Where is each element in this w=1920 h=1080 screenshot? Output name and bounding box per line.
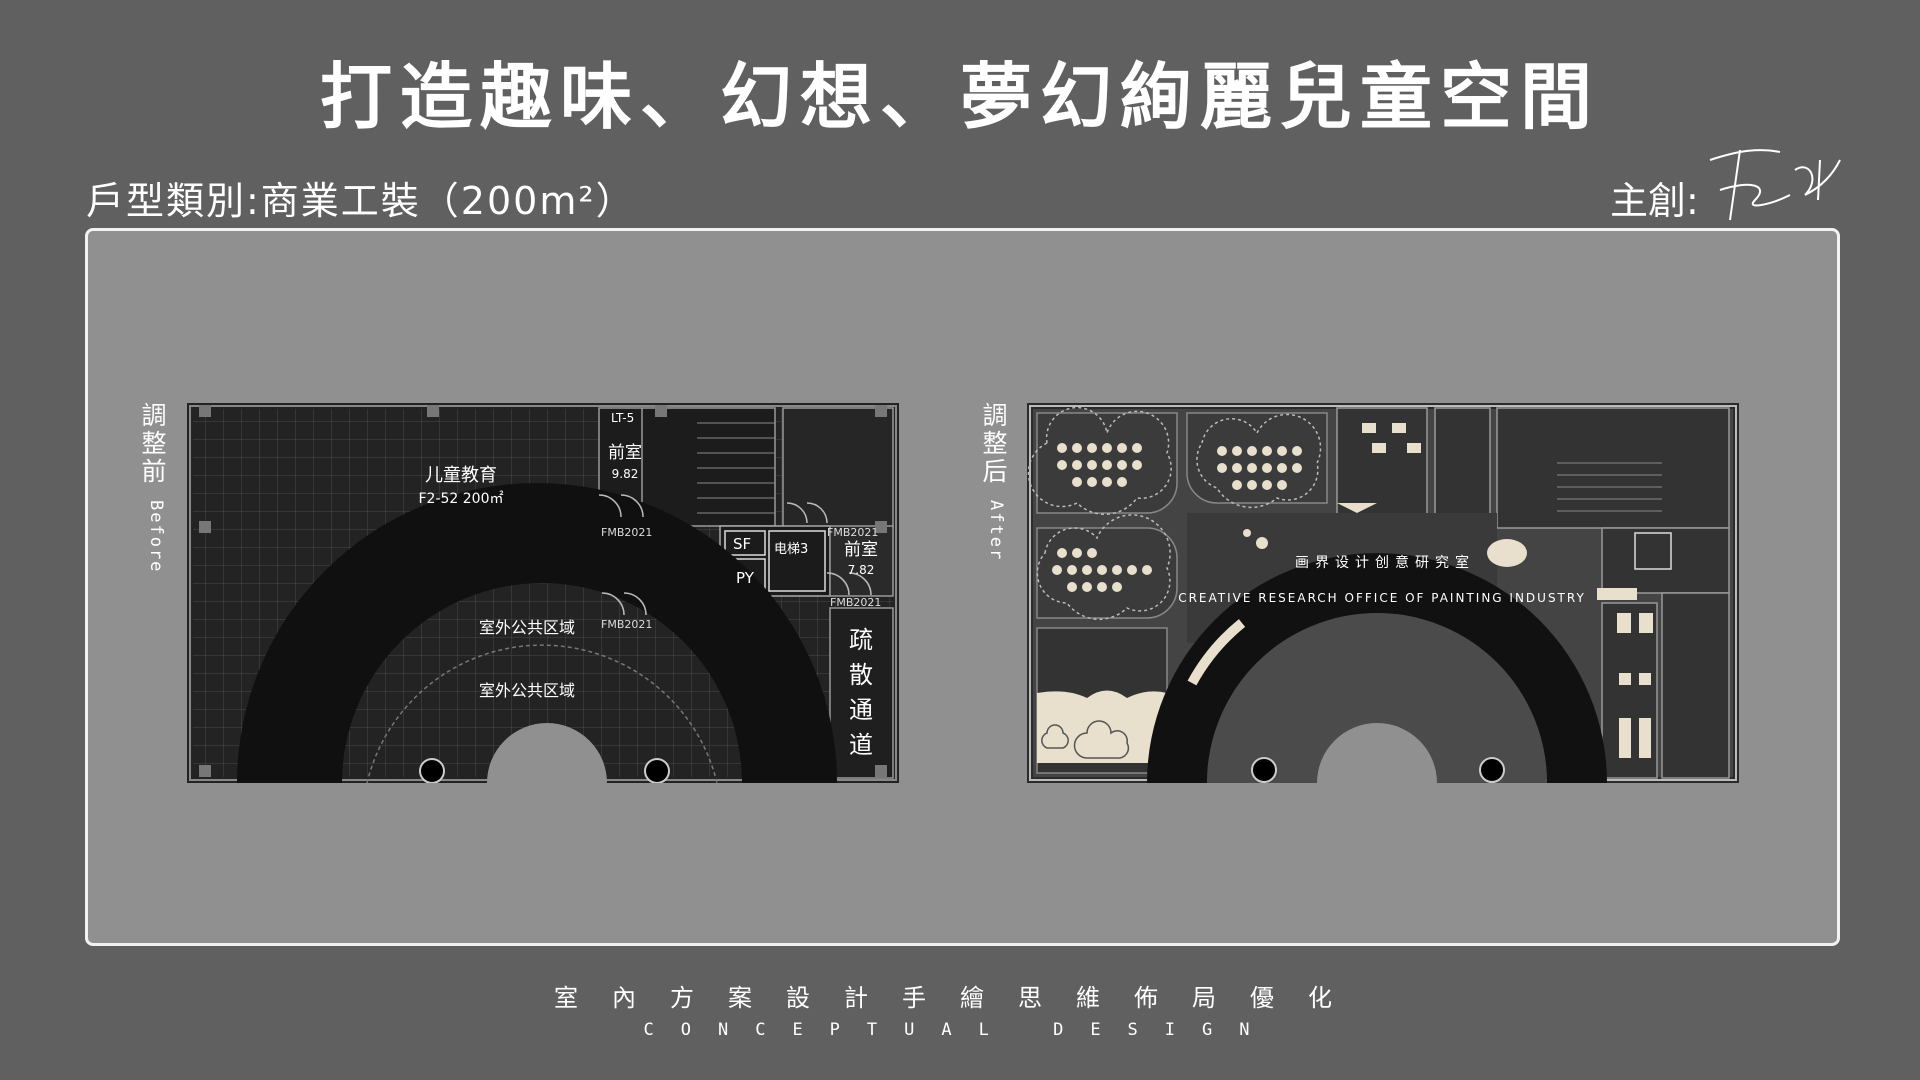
label-lt5: LT-5 bbox=[611, 411, 634, 425]
room-anteroom-right: 前室 bbox=[844, 540, 878, 560]
after-label-cn: 調整后 bbox=[982, 401, 1008, 486]
studio-name-en: CREATIVE RESEARCH OFFICE OF PAINTING IND… bbox=[1178, 591, 1586, 605]
area-outdoor-2: 室外公共区域 bbox=[479, 681, 575, 700]
evac-char-4: 道 bbox=[849, 731, 873, 759]
room-anteroom-top-area: 9.82 bbox=[612, 467, 639, 481]
studio-name-cn: 画界设计创意研究室 bbox=[1295, 554, 1475, 571]
after-floor-plan: 画界设计创意研究室 CREATIVE RESEARCH OFFICE OF PA… bbox=[1027, 403, 1739, 783]
area-outdoor-1: 室外公共区域 bbox=[479, 618, 575, 637]
door-fmb-1: FMB2021 bbox=[601, 526, 652, 539]
evac-char-3: 通 bbox=[849, 696, 873, 724]
footer-title-cn: 室內方案設計手繪思維佈局優化 bbox=[554, 984, 1366, 1012]
designer-label: 主創: bbox=[1610, 179, 1699, 223]
room-sf: SF bbox=[733, 535, 751, 553]
page-title: 打造趣味、幻想、夢幻絢麗兒童空間 bbox=[319, 55, 1600, 139]
footer-title-en: CONCEPTUAL DESIGN bbox=[643, 1020, 1277, 1040]
house-type-label: 戶型類別:商業工裝（200m²） bbox=[86, 179, 636, 223]
evac-char-1: 疏 bbox=[849, 626, 873, 654]
room-anteroom-top: 前室 bbox=[608, 443, 642, 463]
before-label-en: Before bbox=[146, 500, 166, 574]
designer-signature bbox=[1709, 149, 1841, 221]
room-children-edu: 儿童教育 bbox=[425, 465, 497, 486]
room-py: PY bbox=[736, 569, 755, 587]
room-children-edu-code: F2-52 200㎡ bbox=[419, 491, 504, 507]
before-label-cn: 調整前 bbox=[141, 401, 167, 486]
door-fmb-2: FMB2021 bbox=[827, 526, 878, 539]
room-anteroom-right-area: 7.82 bbox=[848, 563, 875, 577]
after-label-en: After bbox=[986, 500, 1006, 562]
room-elevator: 电梯3 bbox=[774, 542, 808, 557]
evac-char-2: 散 bbox=[849, 661, 873, 689]
door-fmb-4: FMB2021 bbox=[601, 618, 652, 631]
door-fmb-3: FMB2021 bbox=[830, 596, 881, 609]
before-floor-plan: 儿童教育 F2-52 200㎡ LT-5 前室 9.82 SF PY 电梯3 前… bbox=[187, 403, 899, 783]
